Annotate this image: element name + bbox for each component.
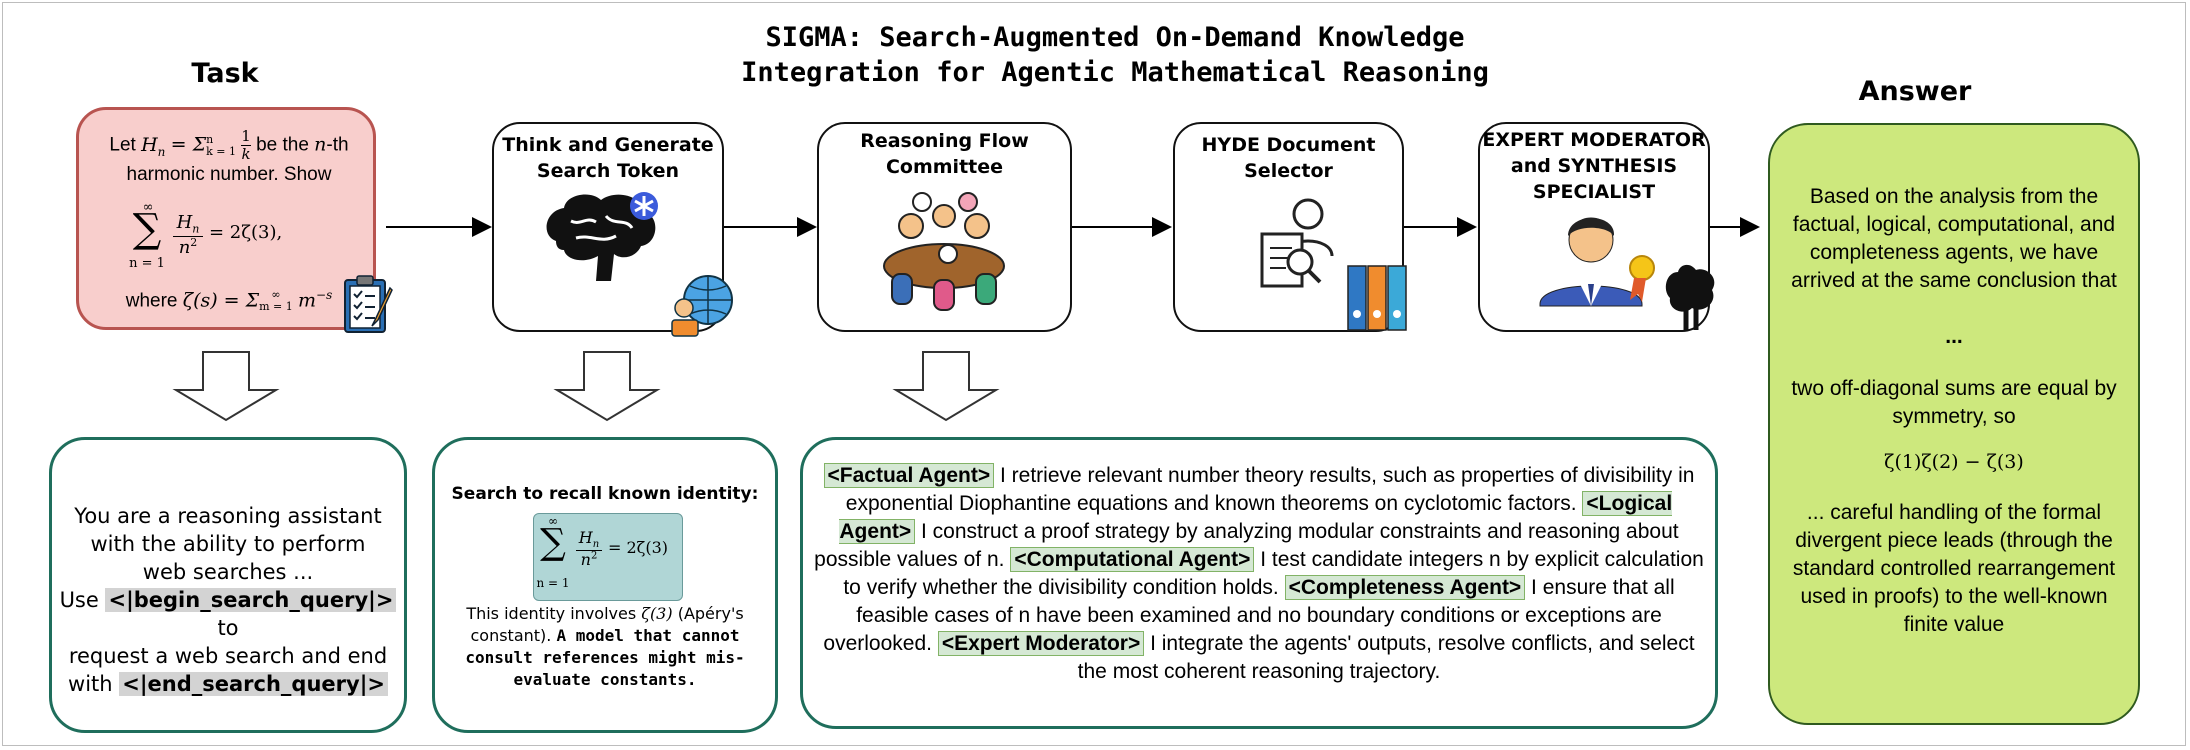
agents-panel: <Factual Agent> I retrieve relevant numb… <box>800 437 1718 729</box>
search-recall-panel: Search to recall known identity: ∞ ∑ n =… <box>432 437 778 733</box>
completeness-agent-text: I ensure that all feasible cases of n ha… <box>823 576 1675 655</box>
figure-title: SIGMA: Search-Augmented On-Demand Knowle… <box>700 20 1530 90</box>
answer-para-1: Based on the analysis from the factual, … <box>1791 185 2117 292</box>
answer-header: Answer <box>1858 76 1972 107</box>
committee-icon <box>883 192 1005 311</box>
agents-text: <Factual Agent> I retrieve relevant numb… <box>813 462 1705 686</box>
title-line-1: SIGMA: Search-Augmented On-Demand Knowle… <box>765 22 1465 53</box>
answer-box: Based on the analysis from the factual, … <box>1768 123 2140 725</box>
expert-moderator-tag: <Expert Moderator> <box>937 631 1145 656</box>
title-line-2: Integration for Agentic Mathematical Rea… <box>741 57 1489 88</box>
completeness-agent-tag: <Completeness Agent> <box>1284 575 1526 600</box>
end-search-token: <|end_search_query|> <box>119 672 388 696</box>
answer-para-3: ... careful handling of the formal diver… <box>1792 501 2116 636</box>
task-line-where: where ζ(s) = Σ∞m = 1 m−s <box>125 288 333 314</box>
answer-formula: ζ(1)ζ(2) − ζ(3) <box>1884 451 2024 473</box>
identity-formula-box: ∞ ∑ n = 1 Hn n2 = 2ζ(3) <box>533 513 683 601</box>
down-arrow-stage1 <box>553 351 661 422</box>
computational-agent-tag: <Computational Agent> <box>1010 547 1255 572</box>
logical-agent-text: I construct a proof strategy by analyzin… <box>814 520 1679 571</box>
begin-search-token: <|begin_search_query|> <box>105 588 397 612</box>
system-prompt-text: You are a reasoning assistant with the a… <box>52 502 404 698</box>
down-arrow-task <box>172 351 280 422</box>
expert-icon <box>1539 217 1715 330</box>
computational-agent-text: I test candidate integers n by explicit … <box>843 548 1704 599</box>
task-line-2: harmonic number. Show <box>126 164 332 185</box>
task-header: Task <box>191 58 259 89</box>
answer-para-2: two off-diagonal sums are equal by symme… <box>1791 377 2117 428</box>
search-recall-heading: Search to recall known identity: <box>451 484 759 504</box>
factual-agent-tag: <Factual Agent> <box>823 463 995 488</box>
brain-icon <box>546 192 658 281</box>
identity-note: This identity involves ζ(3) (Apéry's con… <box>465 604 745 689</box>
down-arrow-stage2 <box>892 351 1000 422</box>
expert-moderator-text: I integrate the agents' outputs, resolve… <box>1077 632 1695 683</box>
document-search-icon <box>1260 198 1407 331</box>
globe-user-icon <box>671 275 733 337</box>
system-prompt-panel: You are a reasoning assistant with the a… <box>49 437 407 733</box>
factual-agent-text: I retrieve relevant number theory result… <box>845 464 1695 515</box>
clipboard-icon <box>344 275 393 333</box>
task-sum-formula: ∞ ∑ n = 1 Hn n2 = 2ζ(3), <box>129 200 283 271</box>
answer-ellipsis: ... <box>1945 325 1963 348</box>
